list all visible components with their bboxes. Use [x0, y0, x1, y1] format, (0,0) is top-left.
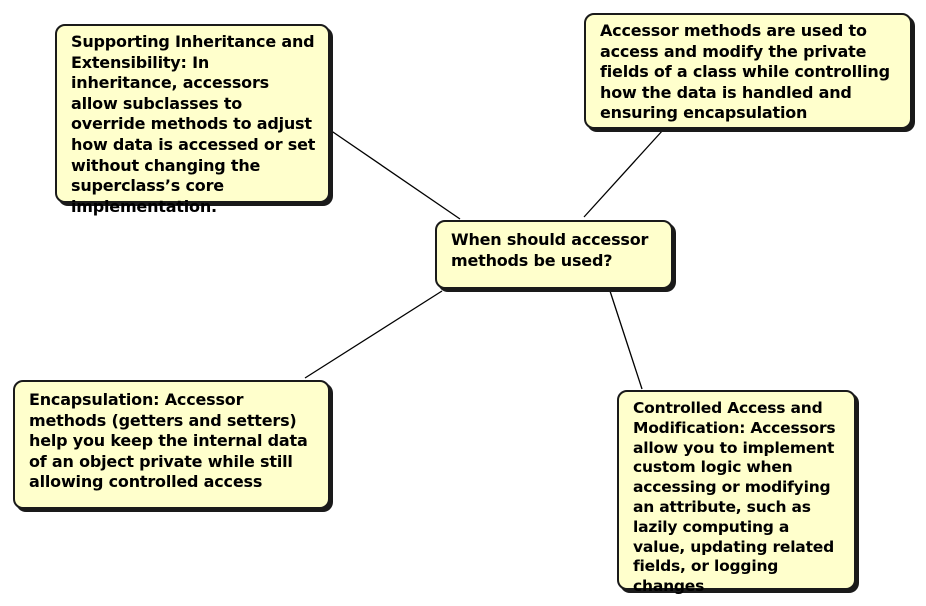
central-question-text: When should accessor methods be used? — [451, 230, 649, 270]
node-text: Controlled Access and Modification: Acce… — [633, 399, 836, 596]
connector-bottom-right — [609, 290, 643, 390]
node-text: Encapsulation: Accessor methods (getters… — [29, 390, 308, 492]
connector-top-left — [329, 129, 461, 220]
connector-top-right — [583, 129, 664, 218]
node-accessor-purpose: Accessor methods are used to access and … — [584, 13, 912, 129]
node-inheritance-extensibility: Supporting Inheritance and Extensibility… — [55, 24, 330, 216]
connector-bottom-left — [304, 290, 443, 379]
node-text: Accessor methods are used to access and … — [600, 21, 890, 123]
node-controlled-access: Controlled Access and Modification: Acce… — [617, 390, 856, 595]
node-encapsulation: Encapsulation: Accessor methods (getters… — [13, 380, 330, 509]
central-question-node: When should accessor methods be used? — [435, 220, 673, 289]
node-text: Supporting Inheritance and Extensibility… — [71, 32, 316, 216]
